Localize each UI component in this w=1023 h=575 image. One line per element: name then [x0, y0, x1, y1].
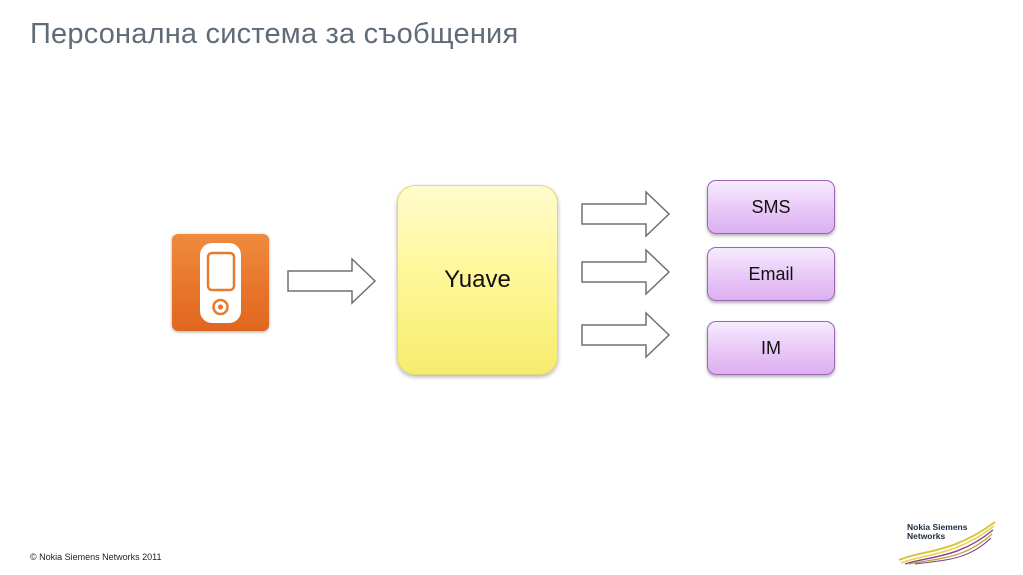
logo-text: Nokia Siemens Networks — [907, 523, 967, 541]
channel-im-label: IM — [761, 337, 781, 358]
nokia-siemens-logo: Nokia Siemens Networks — [897, 520, 997, 565]
mobile-phone-icon — [172, 234, 269, 331]
channel-im: IM — [707, 321, 835, 375]
arrow-to-email — [581, 248, 671, 296]
arrow-to-sms — [581, 190, 671, 238]
hub-node: Yuave — [397, 185, 558, 375]
channel-sms-label: SMS — [751, 196, 791, 217]
arrow-to-im — [581, 311, 671, 359]
hub-label: Yuave — [444, 266, 511, 293]
arrow-to-hub — [287, 257, 377, 305]
channel-sms: SMS — [707, 180, 835, 234]
logo-line2: Networks — [907, 531, 946, 541]
channel-email: Email — [707, 247, 835, 301]
slide-title: Персонална система за съобщения — [30, 18, 519, 50]
logo-line1: Nokia Siemens — [907, 522, 968, 532]
copyright-footer: © Nokia Siemens Networks 2011 — [30, 552, 162, 562]
channel-email-label: Email — [748, 263, 794, 284]
